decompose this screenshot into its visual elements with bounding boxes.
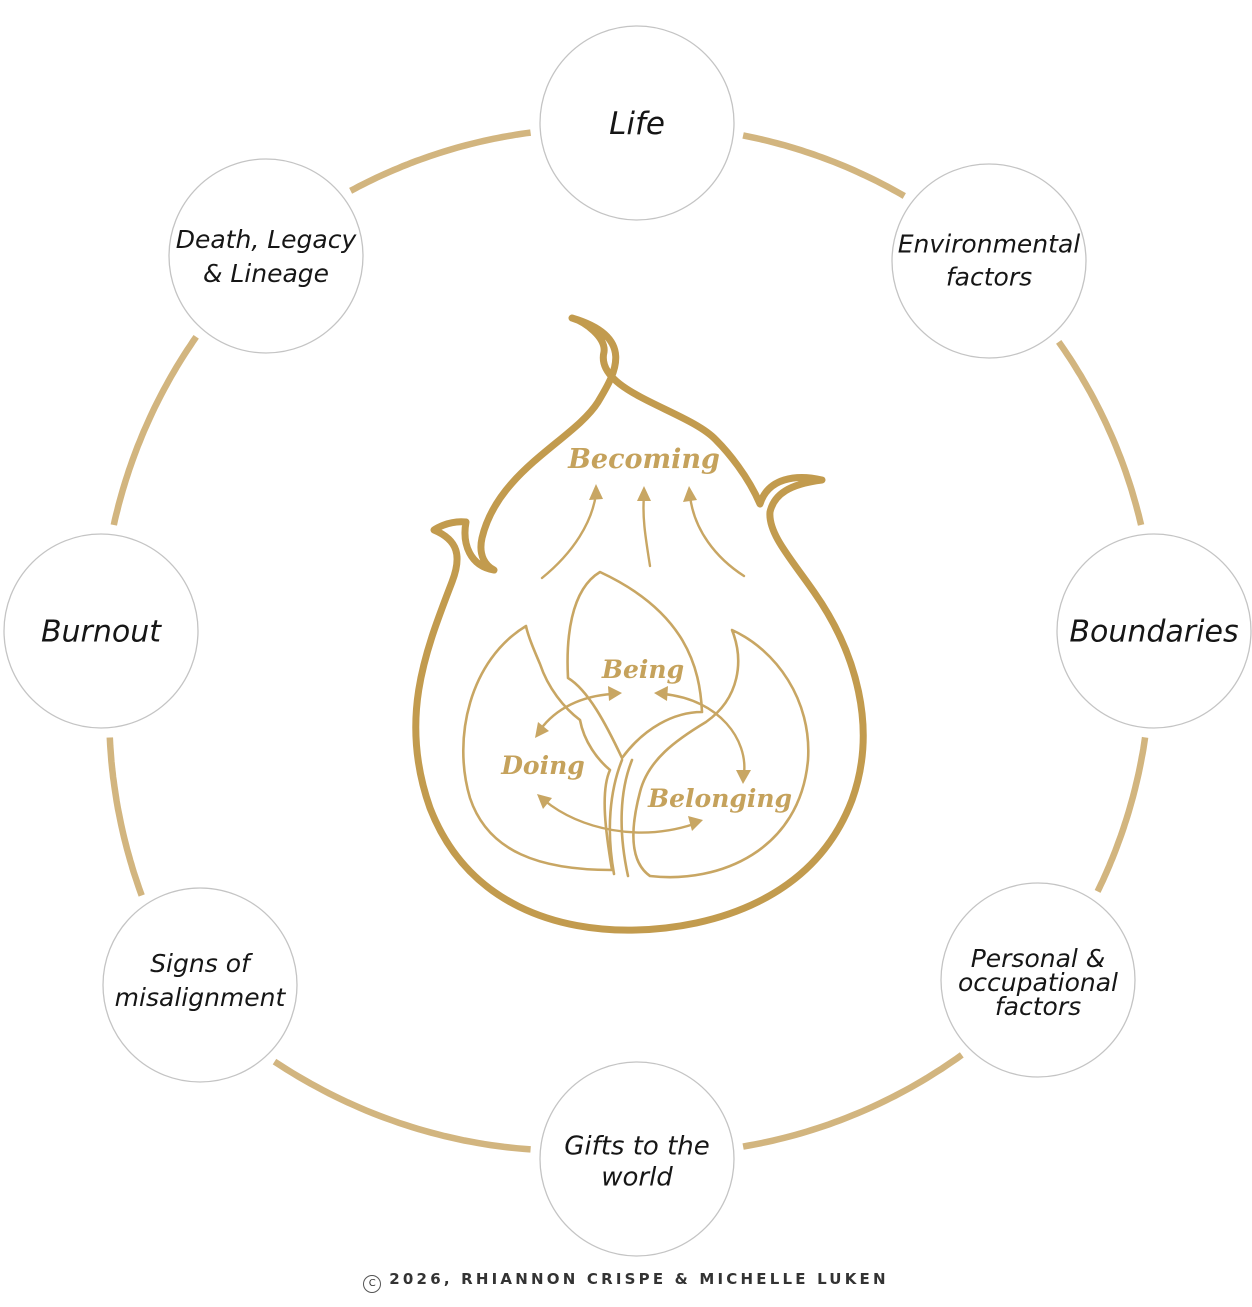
node-label-line: Signs of <box>150 949 253 978</box>
arrowhead-belonging-top <box>736 770 751 784</box>
arrowhead-being-right <box>654 686 668 701</box>
flame-outline <box>412 314 867 934</box>
copyright-text: 2026, RHIANNON CRISPE & MICHELLE LUKEN <box>389 1270 889 1288</box>
node-circle <box>539 1061 735 1257</box>
node-label-line: Death, Legacy <box>176 225 358 254</box>
node-death-legacy-lineage: Death, Legacy & Lineage <box>168 158 364 354</box>
arrow-up-right <box>688 494 746 578</box>
arrow-doing-belonging <box>542 798 696 834</box>
outer-nodes: LifeEnvironmentalfactorsBoundariesPerson… <box>3 25 1252 1257</box>
doing-label: Doing <box>500 751 585 780</box>
arrowhead-being <box>608 686 622 701</box>
ring-segment <box>110 334 199 526</box>
stem-line-2 <box>620 758 634 878</box>
node-circle <box>940 882 1136 1078</box>
becoming-label: Becoming <box>567 444 720 475</box>
node-label-line: factors <box>995 992 1081 1021</box>
node-burnout: Burnout <box>3 533 199 729</box>
ring-segment <box>106 737 145 897</box>
copyright-icon: C <box>363 1275 382 1293</box>
copyright-footer: C 2026, RHIANNON CRISPE & MICHELLE LUKEN <box>0 1270 1252 1293</box>
node-circle <box>3 533 199 729</box>
ring-segment <box>349 129 532 194</box>
node-signs-of-misalignment: Signs of misalignment <box>102 887 298 1083</box>
arrow-being-doing <box>538 692 614 732</box>
belonging-leaf <box>632 628 810 879</box>
node-label-line: misalignment <box>115 983 287 1012</box>
outer-ring <box>106 129 1149 1153</box>
being-leaf <box>566 570 704 760</box>
node-circle <box>168 158 364 354</box>
belonging-label: Belonging <box>647 784 792 813</box>
node-label-line: & Lineage <box>203 259 329 288</box>
stem-line <box>608 758 624 876</box>
arrowhead-up-right <box>683 486 697 502</box>
being-label: Being <box>601 655 684 684</box>
ring-segment <box>1094 736 1149 893</box>
ring-segment <box>1056 340 1145 526</box>
node-circle <box>1056 533 1252 729</box>
flame-illustration: Becoming Being Doing Belonging <box>412 314 867 934</box>
arrow-being-belonging <box>662 692 746 776</box>
node-label-line: Life <box>609 106 665 142</box>
arrowhead-doing-top <box>535 722 549 738</box>
arrow-up-middle <box>642 494 652 568</box>
ring-segment <box>742 132 906 199</box>
node-circle <box>891 163 1087 359</box>
ring-segment <box>742 1052 964 1150</box>
node-label-line: Personal & <box>971 944 1106 973</box>
ring-segment <box>272 1058 531 1153</box>
node-label-line: Environmental <box>898 229 1081 258</box>
arrowhead-up-middle <box>637 486 651 501</box>
doing-leaf <box>462 624 614 872</box>
node-environmental-factors: Environmental factors <box>891 163 1087 359</box>
node-life: Life <box>539 25 735 221</box>
node-label-line: world <box>601 1163 673 1193</box>
node-label-line: Burnout <box>41 615 162 650</box>
node-circle <box>539 25 735 221</box>
node-label-line: factors <box>946 262 1032 291</box>
arrowhead-up-left <box>589 484 603 500</box>
node-label-line: Gifts to the <box>564 1132 710 1162</box>
arrow-up-left <box>540 492 598 580</box>
node-boundaries: Boundaries <box>1056 533 1252 729</box>
node-label-line: occupational <box>958 968 1118 997</box>
node-circle <box>102 887 298 1083</box>
node-label-line: Boundaries <box>1069 615 1238 650</box>
arrowhead-belonging-bottom <box>688 816 703 831</box>
arrowhead-doing-bottom <box>537 794 552 809</box>
